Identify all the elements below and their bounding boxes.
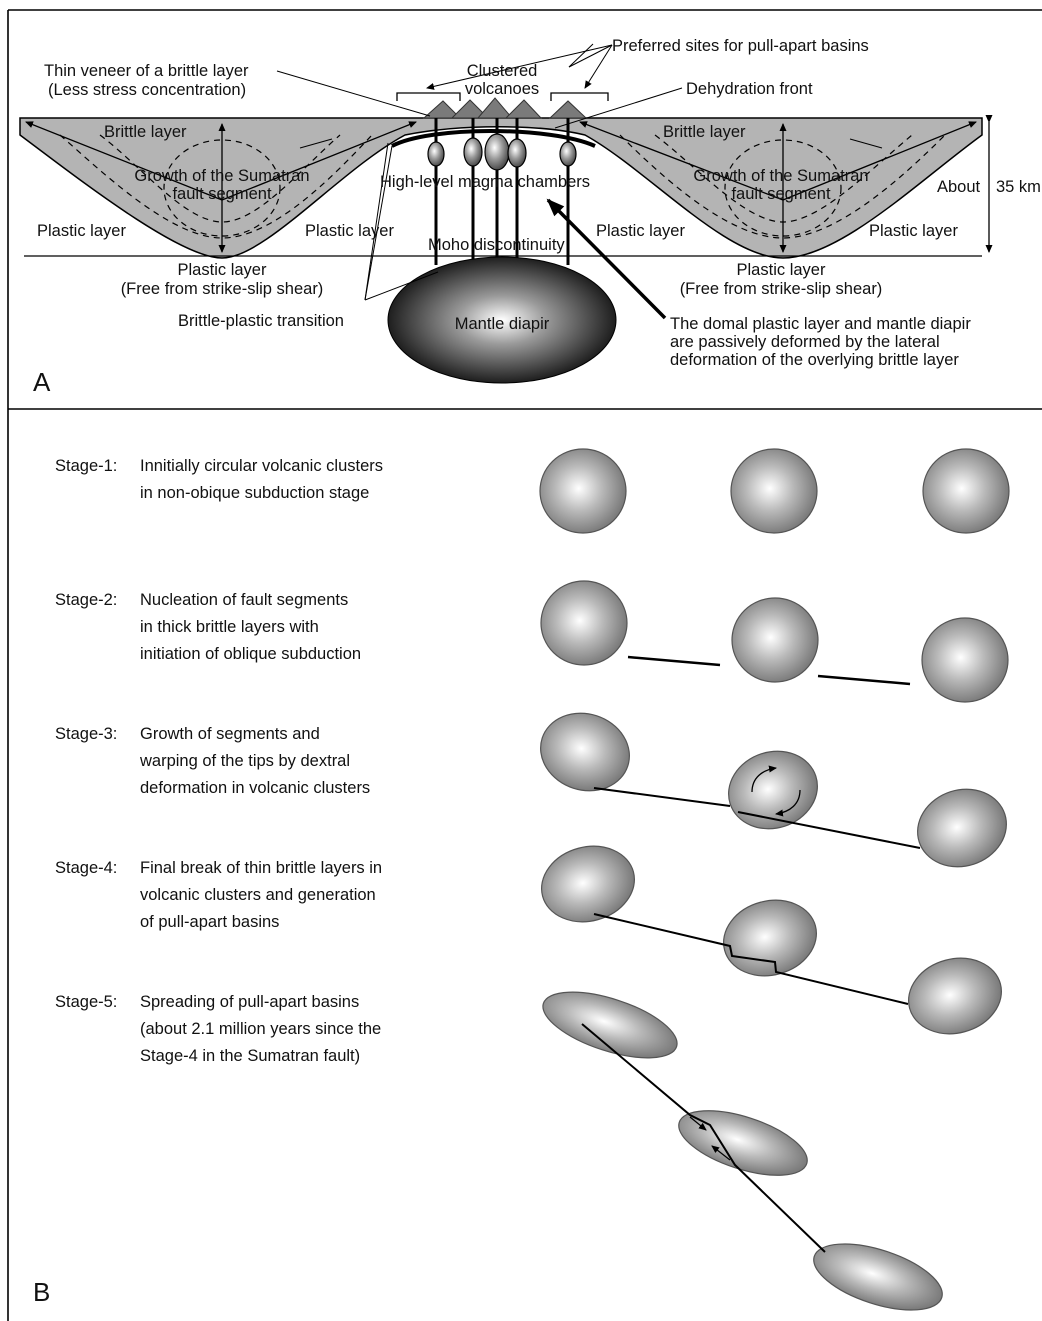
stage-4-label: Stage-4: [55, 859, 117, 877]
domal-label-1: The domal plastic layer and mantle diapi… [670, 315, 971, 333]
brittle-plastic-label: Brittle-plastic transition [178, 312, 344, 330]
plastic-layer-4: Plastic layer [869, 222, 958, 240]
moho-label: Moho discontinuity [428, 236, 565, 254]
stage-1-line-1: Innitially circular volcanic clusters [140, 457, 383, 475]
stage-4-line-1: Final break of thin brittle layers in [140, 859, 382, 877]
stage-5-line-2: (about 2.1 million years since the [140, 1020, 381, 1038]
stage-3-label: Stage-3: [55, 725, 117, 743]
growth-label-right-1: Growth of the Sumatran [693, 167, 868, 185]
stage-3-line-2: warping of the tips by dextral [139, 752, 350, 770]
about-label: About [937, 178, 981, 196]
mantle-diapir-label: Mantle diapir [455, 315, 550, 333]
brittle-layer-right: Brittle layer [663, 123, 746, 141]
plastic-layer-3: Plastic layer [596, 222, 685, 240]
preferred-sites-label: Preferred sites for pull-apart basins [612, 37, 869, 55]
stage-texts: Stage-1: Innitially circular volcanic cl… [55, 457, 383, 1065]
plastic-free-right-1: Plastic layer [737, 261, 826, 279]
panel-a: Thin veneer of a brittle layer (Less str… [20, 37, 1041, 397]
depth-label: 35 km [996, 178, 1041, 196]
stage-2-clusters [541, 581, 1008, 702]
stage-1-label: Stage-1: [55, 457, 117, 475]
plastic-free-right-2: (Free from strike-slip shear) [680, 280, 883, 298]
dehydration-front-label: Dehydration front [686, 80, 813, 98]
growth-label-left-1: Growth of the Sumatran [134, 167, 309, 185]
domal-label-2: are passively deformed by the lateral [670, 333, 940, 351]
volcano-cones [424, 98, 586, 118]
thin-veneer-label-1: Thin veneer of a brittle layer [44, 62, 249, 80]
plastic-free-left-1: Plastic layer [178, 261, 267, 279]
high-level-label: High-level magma chambers [380, 173, 590, 191]
domal-label-3: deformation of the overlying brittle lay… [670, 351, 959, 369]
clustered-label-1: Clustered [467, 62, 538, 80]
thin-veneer-label-2: (Less stress concentration) [48, 81, 246, 99]
panel-b-letter: B [33, 1277, 50, 1307]
plastic-layer-1: Plastic layer [37, 222, 126, 240]
stage-5-line-3: Stage-4 in the Sumatran fault) [140, 1047, 360, 1065]
stage-2-line-3: initiation of oblique subduction [140, 645, 361, 663]
stage-4-line-3: of pull-apart basins [140, 913, 279, 931]
magma-chambers [428, 134, 576, 170]
stage-1-line-2: in non-obique subduction stage [140, 484, 369, 502]
plastic-free-left-2: (Free from strike-slip shear) [121, 280, 324, 298]
stage-2-line-1: Nucleation of fault segments [140, 591, 348, 609]
stage-3-line-1: Growth of segments and [140, 725, 320, 743]
brittle-layer-left: Brittle layer [104, 123, 187, 141]
panel-a-letter: A [33, 367, 51, 397]
stage-1-clusters [540, 449, 1009, 533]
plastic-layer-2: Plastic layer [305, 222, 394, 240]
stage-2-label: Stage-2: [55, 591, 117, 609]
stage-2-line-2: in thick brittle layers with [140, 618, 319, 636]
stage-5-clusters [535, 979, 950, 1321]
panel-b: Stage-1: Innitially circular volcanic cl… [33, 449, 1017, 1321]
growth-label-left-2: fault segment [172, 185, 271, 203]
stage-4-line-2: volcanic clusters and generation [140, 886, 376, 904]
clustered-label-2: volcanoes [465, 80, 539, 98]
stage-5-label: Stage-5: [55, 993, 117, 1011]
stage-5-line-1: Spreading of pull-apart basins [140, 993, 359, 1011]
growth-label-right-2: fault segment [731, 185, 830, 203]
stage-3-line-3: deformation in volcanic clusters [140, 779, 370, 797]
